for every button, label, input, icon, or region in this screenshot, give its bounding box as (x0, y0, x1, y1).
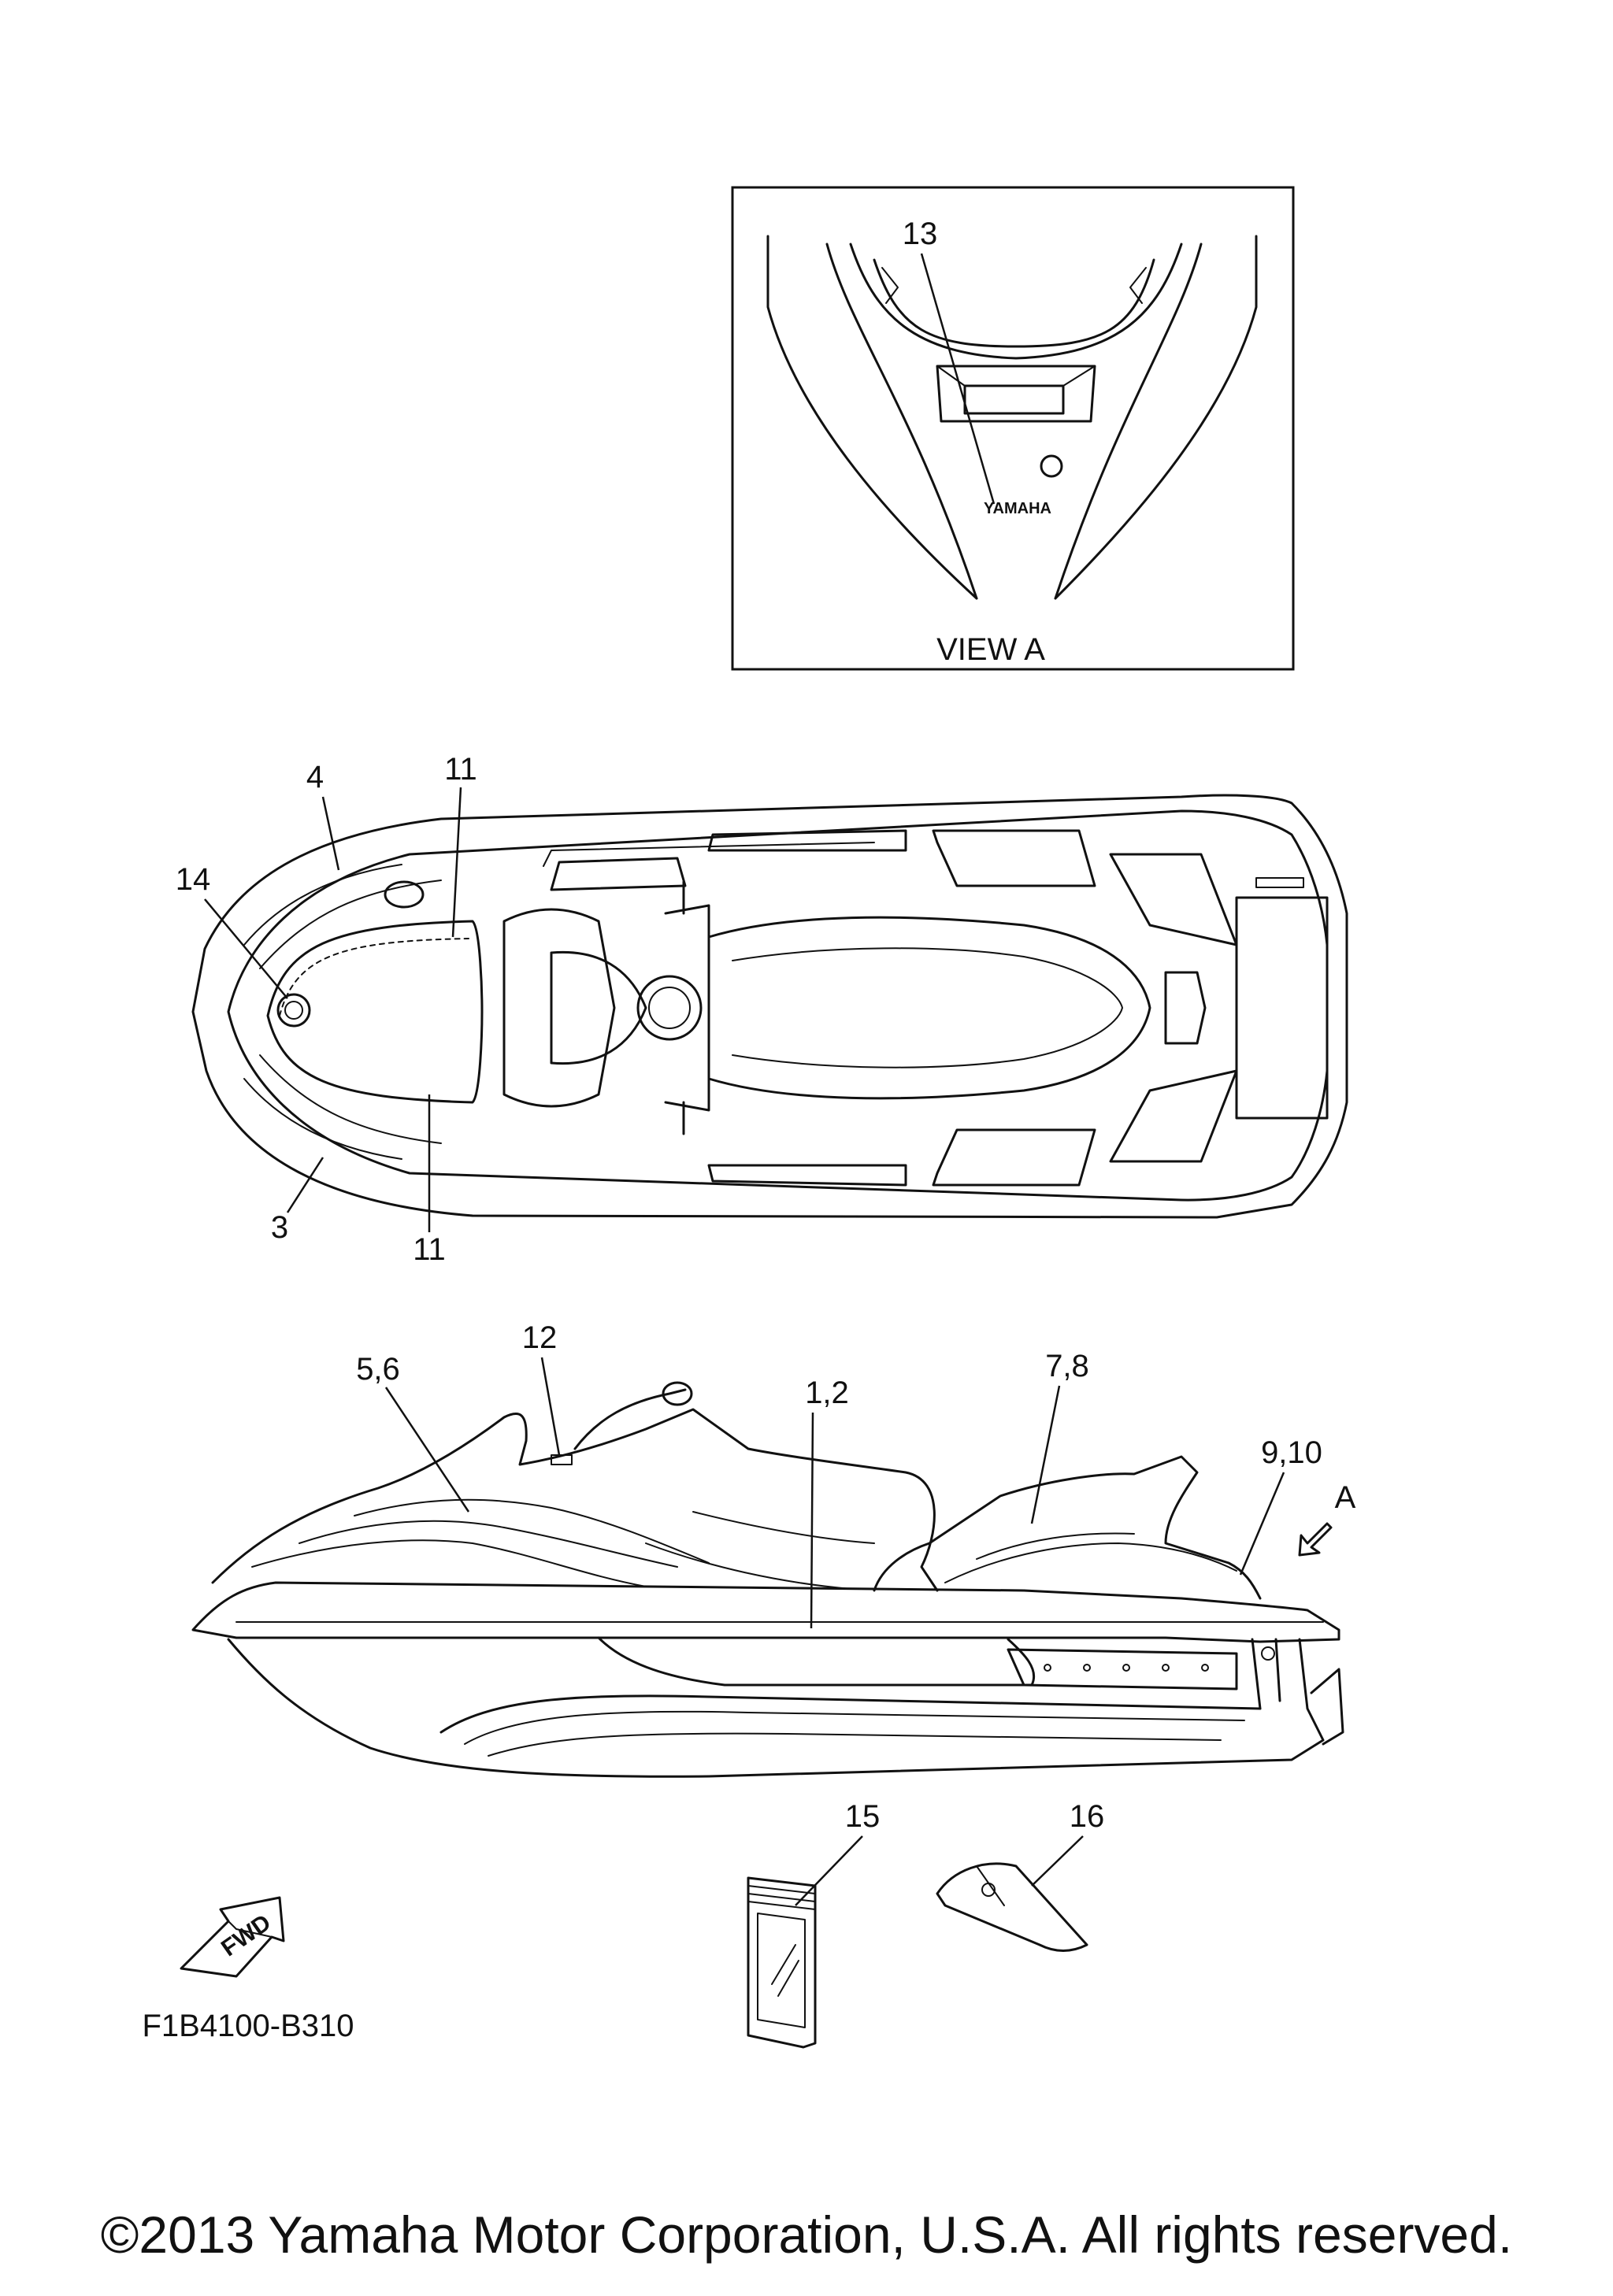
callout-5-6: 5,6 (356, 1352, 400, 1387)
callout-4: 4 (306, 760, 324, 794)
diagram-code: F1B4100-B310 (142, 2009, 354, 2043)
callout-11-bottom: 11 (413, 1232, 446, 1267)
fwd-arrow-icon: FWD (180, 1896, 285, 1978)
callout-1-2: 1,2 (805, 1376, 849, 1410)
callout-13: 13 (903, 217, 938, 251)
callout-14: 14 (176, 862, 211, 897)
view-a-inset: YAMAHA 13 VIEW A (731, 186, 1295, 671)
view-a-title: VIEW A (936, 632, 1045, 667)
callout-7-8: 7,8 (1045, 1349, 1089, 1383)
callout-11-top: 11 (444, 752, 477, 787)
callout-16: 16 (1070, 1799, 1105, 1834)
accessory-items: 15 16 (747, 1799, 1105, 2049)
top-view-drawing: 4 11 14 3 11 (176, 752, 1348, 1267)
view-a-arrow-icon (1298, 1522, 1333, 1557)
manual-pouch-icon (747, 1876, 817, 2049)
view-a-logo: YAMAHA (984, 500, 1051, 517)
storage-bag-icon (936, 1862, 1088, 1952)
callout-3: 3 (271, 1210, 288, 1245)
callout-9-10: 9,10 (1261, 1435, 1322, 1470)
callout-A: A (1335, 1480, 1356, 1515)
copyright-notice: ©2013 Yamaha Motor Corporation, U.S.A. A… (100, 2205, 1513, 2264)
side-view-drawing: 12 5,6 1,2 7,8 9,10 A (191, 1320, 1356, 1778)
callout-15: 15 (845, 1799, 881, 1834)
callout-12: 12 (522, 1320, 558, 1355)
